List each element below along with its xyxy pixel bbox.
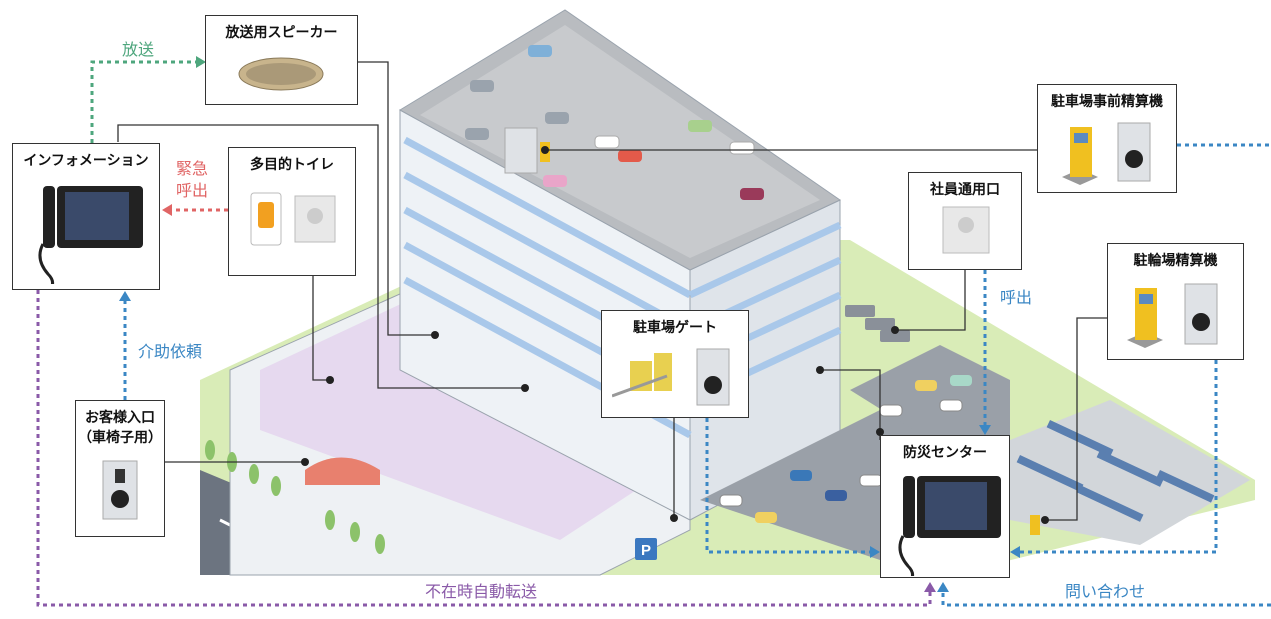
parking-cars — [719, 375, 972, 523]
prepay-machine-box: 駐車場事前精算機 — [1037, 84, 1177, 193]
absence-transfer-flow — [36, 290, 932, 607]
assistance-label: 介助依頼 — [138, 342, 203, 361]
toilet-title: 多目的トイレ — [250, 157, 334, 173]
disaster-center-title: 防災センター — [903, 445, 987, 461]
information-title: インフォメーション — [23, 153, 149, 169]
inquiry-label: 問い合わせ — [1065, 582, 1146, 601]
customer-entrance-subtitle: （車椅子用） — [78, 430, 162, 446]
intercom-master-station-icon — [38, 186, 143, 284]
connection-lines — [117, 61, 1117, 521]
customer-entrance-title: お客様入口 — [85, 410, 155, 426]
gate-machine-icon — [612, 348, 730, 406]
door-station-icon — [102, 460, 138, 520]
broadcast-label: 放送 — [122, 40, 155, 59]
broadcast-flow — [90, 60, 198, 143]
call-label: 呼出 — [1000, 288, 1033, 307]
bicycle-machine-icon — [1127, 283, 1218, 348]
toilet-box: 多目的トイレ — [228, 147, 356, 276]
bicycle-roofs — [1016, 420, 1215, 522]
speaker-box: 放送用スピーカー — [205, 15, 358, 105]
staff-entrance-box: 社員通用口 — [908, 172, 1022, 270]
speaker-title: 放送用スピーカー — [225, 25, 338, 41]
emergency-label: 緊急 呼出 — [172, 158, 212, 202]
prepay-machine-title: 駐車場事前精算機 — [1051, 94, 1163, 110]
bicycle-machine-title: 駐輪場精算機 — [1133, 253, 1218, 269]
disaster-center-master-station-icon — [898, 476, 1001, 576]
trucks — [845, 305, 910, 342]
absence-transfer-label: 不在時自動転送 — [425, 582, 538, 601]
emergency-label-line2: 呼出 — [175, 181, 208, 200]
staff-door-station-icon — [942, 206, 990, 254]
information-box: インフォメーション — [12, 143, 160, 290]
emergency-call-button-icon — [250, 192, 336, 246]
prepay-machine-icon — [1062, 122, 1151, 185]
bicycle-machine-box: 駐輪場精算機 — [1107, 243, 1244, 360]
emergency-label-line1: 緊急 — [175, 159, 208, 178]
customer-entrance-box: お客様入口 （車椅子用） — [75, 400, 165, 537]
svg-text:P: P — [641, 542, 651, 559]
parking-gate-title: 駐車場ゲート — [633, 320, 717, 336]
parking-gate-box: 駐車場ゲート — [601, 310, 749, 418]
staff-entrance-title: 社員通用口 — [930, 182, 1000, 198]
disaster-center-box: 防災センター — [880, 435, 1010, 578]
inquiry-flows — [705, 143, 1271, 607]
trees — [205, 440, 385, 554]
speaker-icon — [238, 57, 324, 91]
